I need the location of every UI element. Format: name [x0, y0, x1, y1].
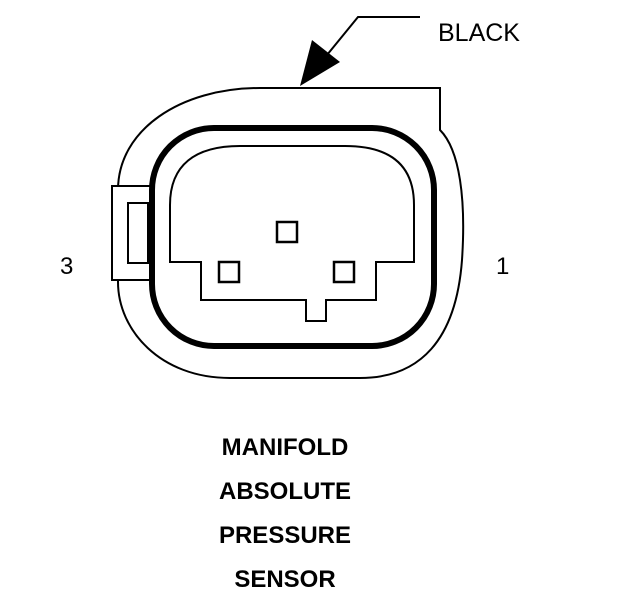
- caption-line-4: SENSOR: [234, 566, 336, 593]
- pin-1-label: 1: [496, 253, 510, 280]
- pin-2-terminal: [275, 220, 299, 244]
- sensor-caption: MANIFOLD ABSOLUTE PRESSURE SENSOR: [0, 432, 570, 608]
- caption-line-3: PRESSURE: [218, 522, 352, 549]
- connector-outer-housing: [117, 87, 465, 379]
- callout-leader-line: [317, 16, 420, 67]
- callout-label-color: BLACK: [438, 19, 520, 47]
- pin-3-terminal: [217, 260, 241, 284]
- pin-3-label: 3: [60, 253, 74, 280]
- callout-arrowhead: [300, 40, 340, 86]
- pin-1-terminal: [332, 260, 356, 284]
- caption-line-1: MANIFOLD: [221, 434, 349, 461]
- caption-line-2: ABSOLUTE: [219, 478, 351, 505]
- connector-latch-slot: [127, 202, 149, 264]
